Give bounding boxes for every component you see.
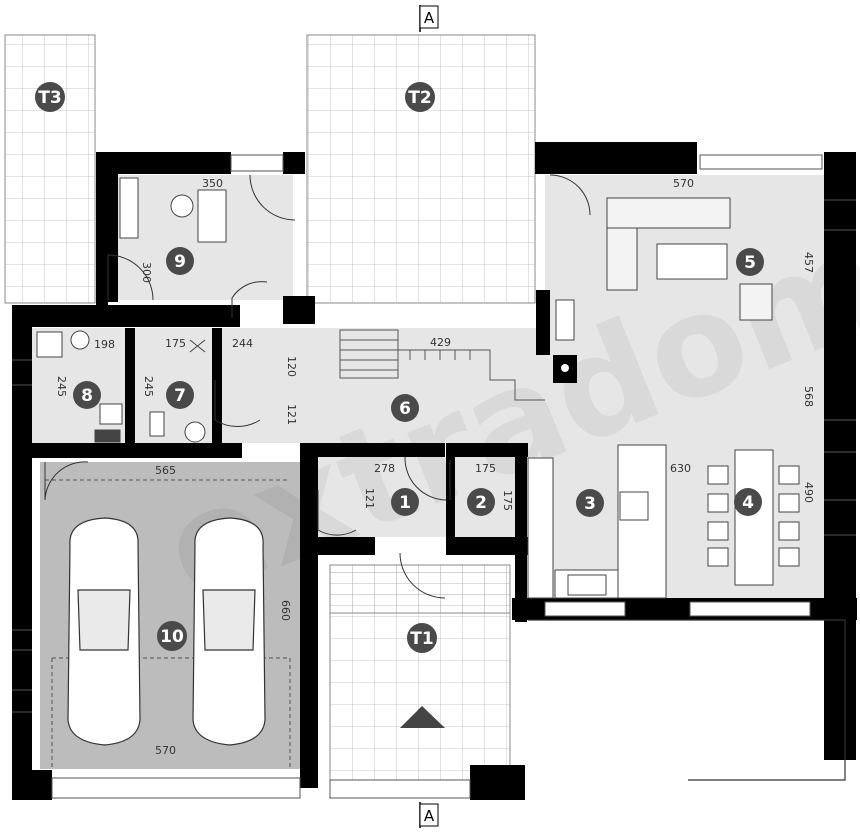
garage-cars (67, 517, 266, 746)
chimney-dot (561, 364, 569, 372)
svg-text:4: 4 (742, 493, 754, 513)
svg-text:T1: T1 (410, 629, 433, 649)
room-marker-9: 9 (166, 247, 194, 275)
room-6-floor (215, 328, 555, 443)
dim-room7-width: 175 (165, 337, 186, 350)
dim-room4-width: 630 (670, 462, 691, 475)
entrance-arrow-icon (400, 706, 445, 728)
dim-room6-h2: 121 (285, 404, 298, 425)
doors (44, 174, 591, 599)
dim-room10-top: 565 (155, 464, 176, 477)
dim-room1-height: 121 (363, 488, 376, 509)
room-marker-7: 7 (166, 381, 194, 409)
room-marker-t1: T1 (407, 623, 437, 653)
section-marker-top: A (419, 5, 439, 32)
room-marker-6: 6 (391, 394, 419, 422)
dim-room10-height: 660 (279, 600, 292, 621)
dim-room2-height: 175 (501, 490, 514, 511)
dim-room1-width: 278 (374, 462, 395, 475)
room-marker-8: 8 (73, 381, 101, 409)
terrace-outline (528, 619, 846, 781)
svg-text:7: 7 (174, 386, 186, 406)
svg-text:2: 2 (475, 493, 487, 513)
room-marker-3: 3 (576, 489, 604, 517)
room-marker-t3: T3 (35, 82, 65, 112)
svg-text:A: A (424, 807, 435, 825)
room-marker-4: 4 (734, 488, 762, 516)
dim-room6-total: 568 (802, 386, 815, 407)
dim-room6-h1: 120 (285, 356, 298, 377)
section-marker-bottom: A (419, 802, 439, 828)
room-1-floor (318, 457, 446, 537)
dim-room8-height: 245 (55, 376, 68, 397)
svg-text:3: 3 (584, 494, 596, 514)
room-marker-10: 10 (157, 621, 187, 651)
svg-text:9: 9 (174, 252, 186, 272)
room-4-floor (528, 380, 825, 598)
svg-text:6: 6 (399, 399, 411, 419)
dim-room5-height: 457 (802, 252, 815, 273)
room-markers: 1 2 3 4 5 6 7 8 9 10 T1 T2 T3 (35, 82, 764, 653)
dim-room4-height: 490 (802, 482, 815, 503)
dim-room7-height: 245 (142, 376, 155, 397)
dim-room6-width: 244 (232, 337, 253, 350)
dim-room9-height: 300 (140, 262, 153, 283)
room-marker-5: 5 (736, 248, 764, 276)
terrace-t1-step (329, 564, 511, 614)
room-marker-1: 1 (391, 488, 419, 516)
dim-room8-width: 198 (94, 338, 115, 351)
room-marker-2: 2 (467, 488, 495, 516)
staircase (339, 329, 545, 401)
dim-room5-width: 570 (673, 177, 694, 190)
room-marker-t2: T2 (405, 82, 435, 112)
dim-room10-bottom: 570 (155, 744, 176, 757)
svg-text:T3: T3 (38, 88, 61, 108)
dim-room9-width: 350 (202, 177, 223, 190)
dimension-labels: 350 300 570 457 429 244 120 121 568 198 … (55, 177, 815, 757)
svg-text:T2: T2 (408, 88, 431, 108)
fixtures (36, 177, 227, 443)
svg-text:10: 10 (160, 627, 184, 647)
terrace-t3-area (4, 34, 96, 304)
svg-text:5: 5 (744, 253, 756, 273)
windows (12, 154, 856, 799)
svg-text:1: 1 (399, 493, 411, 513)
terrace-t2-area (306, 34, 536, 304)
svg-text:8: 8 (81, 386, 93, 406)
living-furniture (606, 197, 773, 321)
svg-text:A: A (424, 9, 435, 27)
dim-room2-width: 175 (475, 462, 496, 475)
kitchen-furniture (527, 444, 800, 599)
walls (12, 142, 857, 800)
dim-room6-stair: 429 (430, 336, 451, 349)
fireplace (555, 299, 575, 341)
